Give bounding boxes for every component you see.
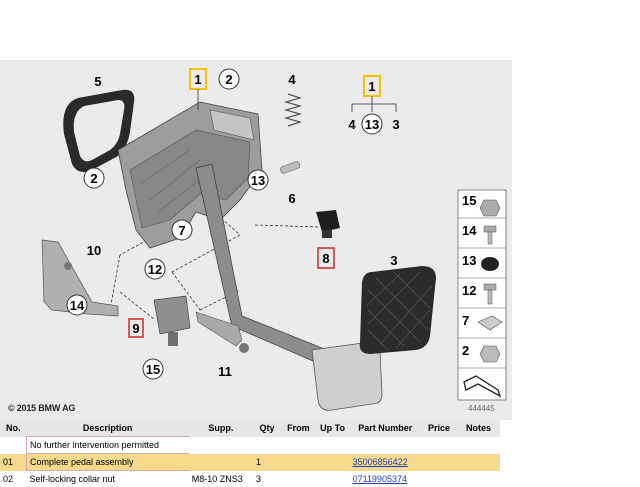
svg-text:13: 13 xyxy=(462,253,476,268)
table-row[interactable]: 02 Self-locking collar nut M8-10 ZNS3 3 … xyxy=(0,471,500,487)
cell-from xyxy=(281,454,315,471)
cell-price xyxy=(421,454,457,471)
cell-part-number: 35006856422 xyxy=(350,454,421,471)
cell-no: 01 xyxy=(0,454,26,471)
callout-2-left: 2 xyxy=(84,168,104,188)
header-part-number: Part Number xyxy=(350,420,421,437)
cell-qty: 3 xyxy=(253,471,281,487)
small-parts-sidebar: 15 14 13 12 7 2 xyxy=(458,190,506,400)
svg-text:4: 4 xyxy=(348,117,356,132)
header-notes: Notes xyxy=(457,420,500,437)
callout-5: 5 xyxy=(94,74,101,89)
svg-text:5: 5 xyxy=(94,74,101,89)
cell-upto xyxy=(316,437,350,454)
cell-upto xyxy=(316,454,350,471)
header-from: From xyxy=(281,420,315,437)
cell-from xyxy=(281,437,315,454)
svg-text:2: 2 xyxy=(462,343,469,358)
callout-9: 9 xyxy=(129,319,143,337)
svg-text:11: 11 xyxy=(218,364,232,379)
svg-text:15: 15 xyxy=(462,193,476,208)
cell-no xyxy=(0,437,26,454)
header-qty: Qty xyxy=(253,420,281,437)
cell-qty xyxy=(253,437,281,454)
callout-13: 13 xyxy=(248,170,268,190)
pedal-arm xyxy=(196,164,332,364)
cell-notes xyxy=(457,471,500,487)
callout-3-pad: 3 xyxy=(390,253,397,268)
parts-table: No. Description Supp. Qty From Up To Par… xyxy=(0,420,500,487)
svg-text:13: 13 xyxy=(365,117,379,132)
callout-4-spring: 4 xyxy=(288,72,296,87)
parts-diagram: 1 2 4 5 1 4 13 3 2 13 6 7 10 8 3 xyxy=(0,60,512,420)
table-header-row: No. Description Supp. Qty From Up To Par… xyxy=(0,420,500,437)
svg-text:12: 12 xyxy=(148,262,162,277)
table-row[interactable]: 01 Complete pedal assembly 1 35006856422 xyxy=(0,454,500,471)
header-upto: Up To xyxy=(316,420,350,437)
spring-part-4 xyxy=(286,94,300,126)
svg-text:3: 3 xyxy=(392,117,399,132)
callout-12: 12 xyxy=(145,259,165,279)
callout-1-group: 1 4 13 3 xyxy=(348,76,399,134)
cell-part-number xyxy=(350,437,421,454)
cell-notes xyxy=(457,437,500,454)
cell-supp xyxy=(189,454,253,471)
callout-14: 14 xyxy=(67,295,87,315)
nut-icon xyxy=(480,200,500,216)
cell-part-number: 07119905374 xyxy=(350,471,421,487)
svg-text:6: 6 xyxy=(288,191,295,206)
cell-supp xyxy=(189,437,253,454)
part-number-link[interactable]: 35006856422 xyxy=(353,457,408,467)
callout-8: 8 xyxy=(318,248,334,268)
cell-price xyxy=(421,471,457,487)
grommet-icon xyxy=(481,257,499,271)
diagram-number: 444445 xyxy=(468,404,495,413)
cell-upto xyxy=(316,471,350,487)
svg-text:1: 1 xyxy=(368,79,375,94)
copyright-label: © 2015 BMW AG xyxy=(8,403,75,413)
svg-text:9: 9 xyxy=(132,321,139,336)
sensor-part-9 xyxy=(154,296,190,346)
svg-text:10: 10 xyxy=(87,243,101,258)
cell-supp: M8-10 ZNS3 xyxy=(189,471,253,487)
header-price: Price xyxy=(421,420,457,437)
pin-part-6 xyxy=(280,161,301,174)
svg-text:7: 7 xyxy=(462,313,469,328)
svg-text:3: 3 xyxy=(390,253,397,268)
cell-qty: 1 xyxy=(253,454,281,471)
callout-11: 11 xyxy=(218,364,232,379)
cell-from xyxy=(281,471,315,487)
svg-text:4: 4 xyxy=(288,72,296,87)
svg-text:13: 13 xyxy=(251,173,265,188)
cell-price xyxy=(421,437,457,454)
table-row-note: No further intervention permitted xyxy=(0,437,500,454)
collar-nut-icon xyxy=(480,346,500,362)
callout-6: 6 xyxy=(288,191,295,206)
svg-text:15: 15 xyxy=(146,362,160,377)
part-number-link[interactable]: 07119905374 xyxy=(353,474,407,484)
callout-15: 15 xyxy=(143,359,163,379)
cell-no: 02 xyxy=(0,471,26,487)
callout-2-top: 2 xyxy=(219,69,239,89)
rubber-pad-part-3 xyxy=(360,266,436,354)
cell-description: No further intervention permitted xyxy=(26,437,188,454)
header-supp: Supp. xyxy=(189,420,253,437)
svg-text:14: 14 xyxy=(70,298,85,313)
header-no: No. xyxy=(0,420,26,437)
svg-text:2: 2 xyxy=(225,72,232,87)
callout-7: 7 xyxy=(172,220,192,240)
cell-description: Complete pedal assembly xyxy=(26,454,188,471)
sensor-part-8 xyxy=(316,210,340,238)
svg-text:8: 8 xyxy=(322,251,329,266)
svg-text:1: 1 xyxy=(194,72,201,87)
cell-notes xyxy=(457,454,500,471)
callout-10: 10 xyxy=(87,243,101,258)
svg-text:14: 14 xyxy=(462,223,477,238)
cell-description: Self-locking collar nut xyxy=(26,471,188,487)
svg-text:12: 12 xyxy=(462,283,476,298)
header-description: Description xyxy=(26,420,188,437)
svg-text:2: 2 xyxy=(90,171,97,186)
svg-text:7: 7 xyxy=(178,223,185,238)
